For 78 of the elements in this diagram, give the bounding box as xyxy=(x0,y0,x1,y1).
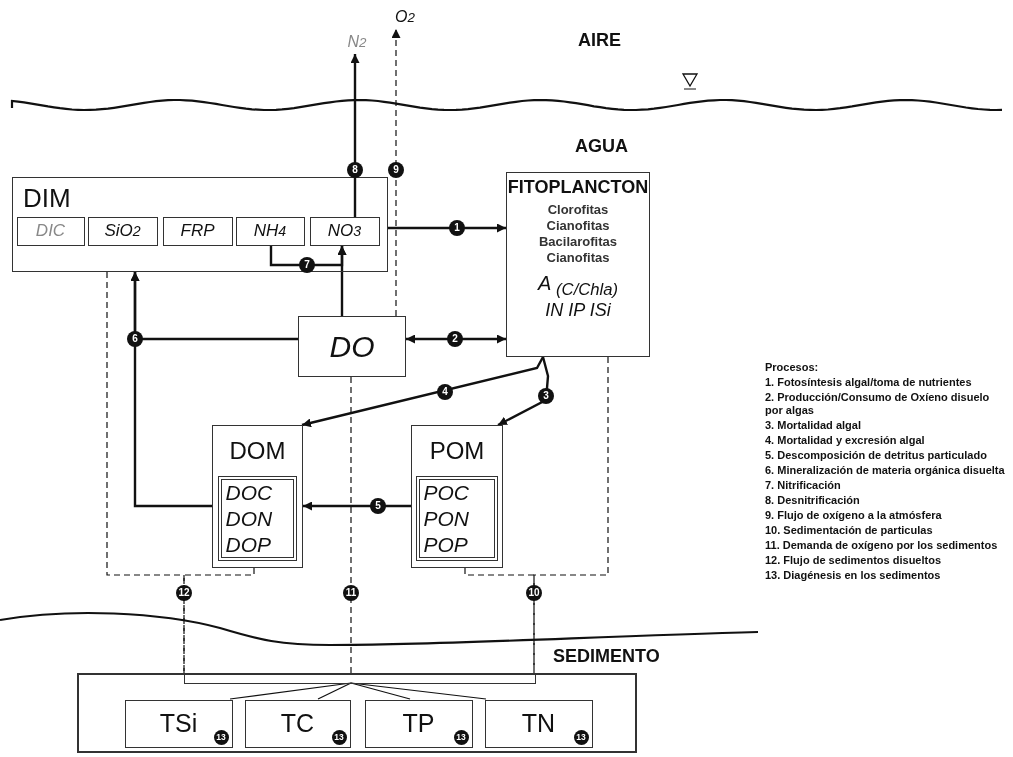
arrow xyxy=(388,223,506,233)
edge-label: 2 xyxy=(447,331,463,347)
process-number: 13 xyxy=(331,729,347,745)
edge-label: 8 xyxy=(347,162,363,178)
compartment-title: DIM xyxy=(23,184,71,213)
compartment-box xyxy=(212,425,303,568)
zone-label: AGUA xyxy=(575,136,628,157)
process-number: 13 xyxy=(453,729,469,745)
arrow xyxy=(337,246,347,316)
compartment-title: DOM xyxy=(228,438,287,465)
pool-box xyxy=(124,699,233,748)
connector-line xyxy=(183,567,255,675)
arrow xyxy=(406,334,506,344)
edge-label: 4 xyxy=(437,384,453,400)
process-description: 9. Flujo de oxígeno a la atmósfera xyxy=(765,509,943,522)
arrow xyxy=(130,272,298,341)
variable-label: IN IP ISi xyxy=(545,300,611,321)
oxygen-box: DO xyxy=(298,316,406,377)
edge-label: 1 xyxy=(449,220,465,236)
edge-label: 6 xyxy=(127,331,143,347)
process-description: 5. Descomposición de detritus particulado xyxy=(765,449,988,462)
group-label: Clorofitas xyxy=(547,202,609,218)
process-description: 7. Nitrificación xyxy=(765,479,842,492)
process-description: 13. Diagénesis en los sedimentos xyxy=(765,569,942,582)
variable-label: DON xyxy=(225,506,273,530)
variable-label: DOP xyxy=(225,532,271,556)
variable-label: A $_{(C/Chla)}$ xyxy=(537,272,619,300)
edge-label: 5 xyxy=(370,498,386,514)
variable-label: POP xyxy=(423,532,468,556)
pool-box xyxy=(364,699,473,748)
nutrient-box: DIC xyxy=(16,216,85,246)
process-description: 8. Desnitrificación xyxy=(765,494,861,507)
collector-bar xyxy=(183,674,536,684)
edge-label: 12 xyxy=(176,585,192,601)
connector-line xyxy=(464,567,535,675)
list-heading: Procesos: xyxy=(765,361,820,374)
arrow xyxy=(303,501,411,511)
process-number: 13 xyxy=(213,729,229,745)
connector-line xyxy=(317,682,352,700)
compartment-title: POM xyxy=(428,438,486,465)
variable-label: POC xyxy=(423,480,469,504)
zone-label: AIRE xyxy=(578,30,621,51)
pool-box xyxy=(244,699,351,748)
process-description: 10. Sedimentación de particulas xyxy=(765,524,934,537)
group-label: Bacilarofitas xyxy=(538,234,617,250)
arrow xyxy=(301,356,545,428)
arrow xyxy=(391,28,401,317)
variable-label: PON xyxy=(423,506,469,530)
process-description: 12. Flujo de sedimentos disueltos xyxy=(765,554,943,567)
compartment-box xyxy=(12,177,388,272)
compartment-box xyxy=(411,425,503,568)
edge-label: 3 xyxy=(538,388,554,404)
connector-line xyxy=(229,682,352,700)
group-label: Cianofitas xyxy=(546,218,610,234)
process-description: 6. Mineralización de materia orgánica disuelta xyxy=(765,464,1006,477)
process-description: 11. Demanda de oxígeno por los sedimentos xyxy=(765,539,999,552)
zone-label: SEDIMENTO xyxy=(553,647,660,667)
edge-label: 10 xyxy=(526,585,542,601)
connector-line xyxy=(350,682,487,700)
edge-label: 7 xyxy=(299,257,315,273)
pool-box xyxy=(484,699,593,748)
process-description: 3. Mortalidad algal xyxy=(765,419,862,432)
process-description: 2. Producción/Consumo de Oxíeno disuelo por algas xyxy=(765,391,991,417)
compartment-box xyxy=(506,172,650,357)
edge-label: 11 xyxy=(343,585,359,601)
process-description: 1. Fotosíntesis algal/toma de nutrientes xyxy=(765,376,973,389)
process-number: 13 xyxy=(573,729,589,745)
edge-label: 9 xyxy=(388,162,404,178)
variable-box xyxy=(217,475,297,561)
process-description: 4. Mortalidad y excresión algal xyxy=(765,434,926,447)
variable-label: DOC xyxy=(225,480,273,504)
arrow xyxy=(497,356,550,427)
variable-box xyxy=(415,475,498,561)
arrow xyxy=(350,54,360,217)
connector-line xyxy=(350,376,352,675)
compartment-title: FITOPLANCTON xyxy=(507,177,649,198)
group-label: Cianofitas xyxy=(546,250,610,266)
nutrient-box: FRP xyxy=(162,216,233,246)
